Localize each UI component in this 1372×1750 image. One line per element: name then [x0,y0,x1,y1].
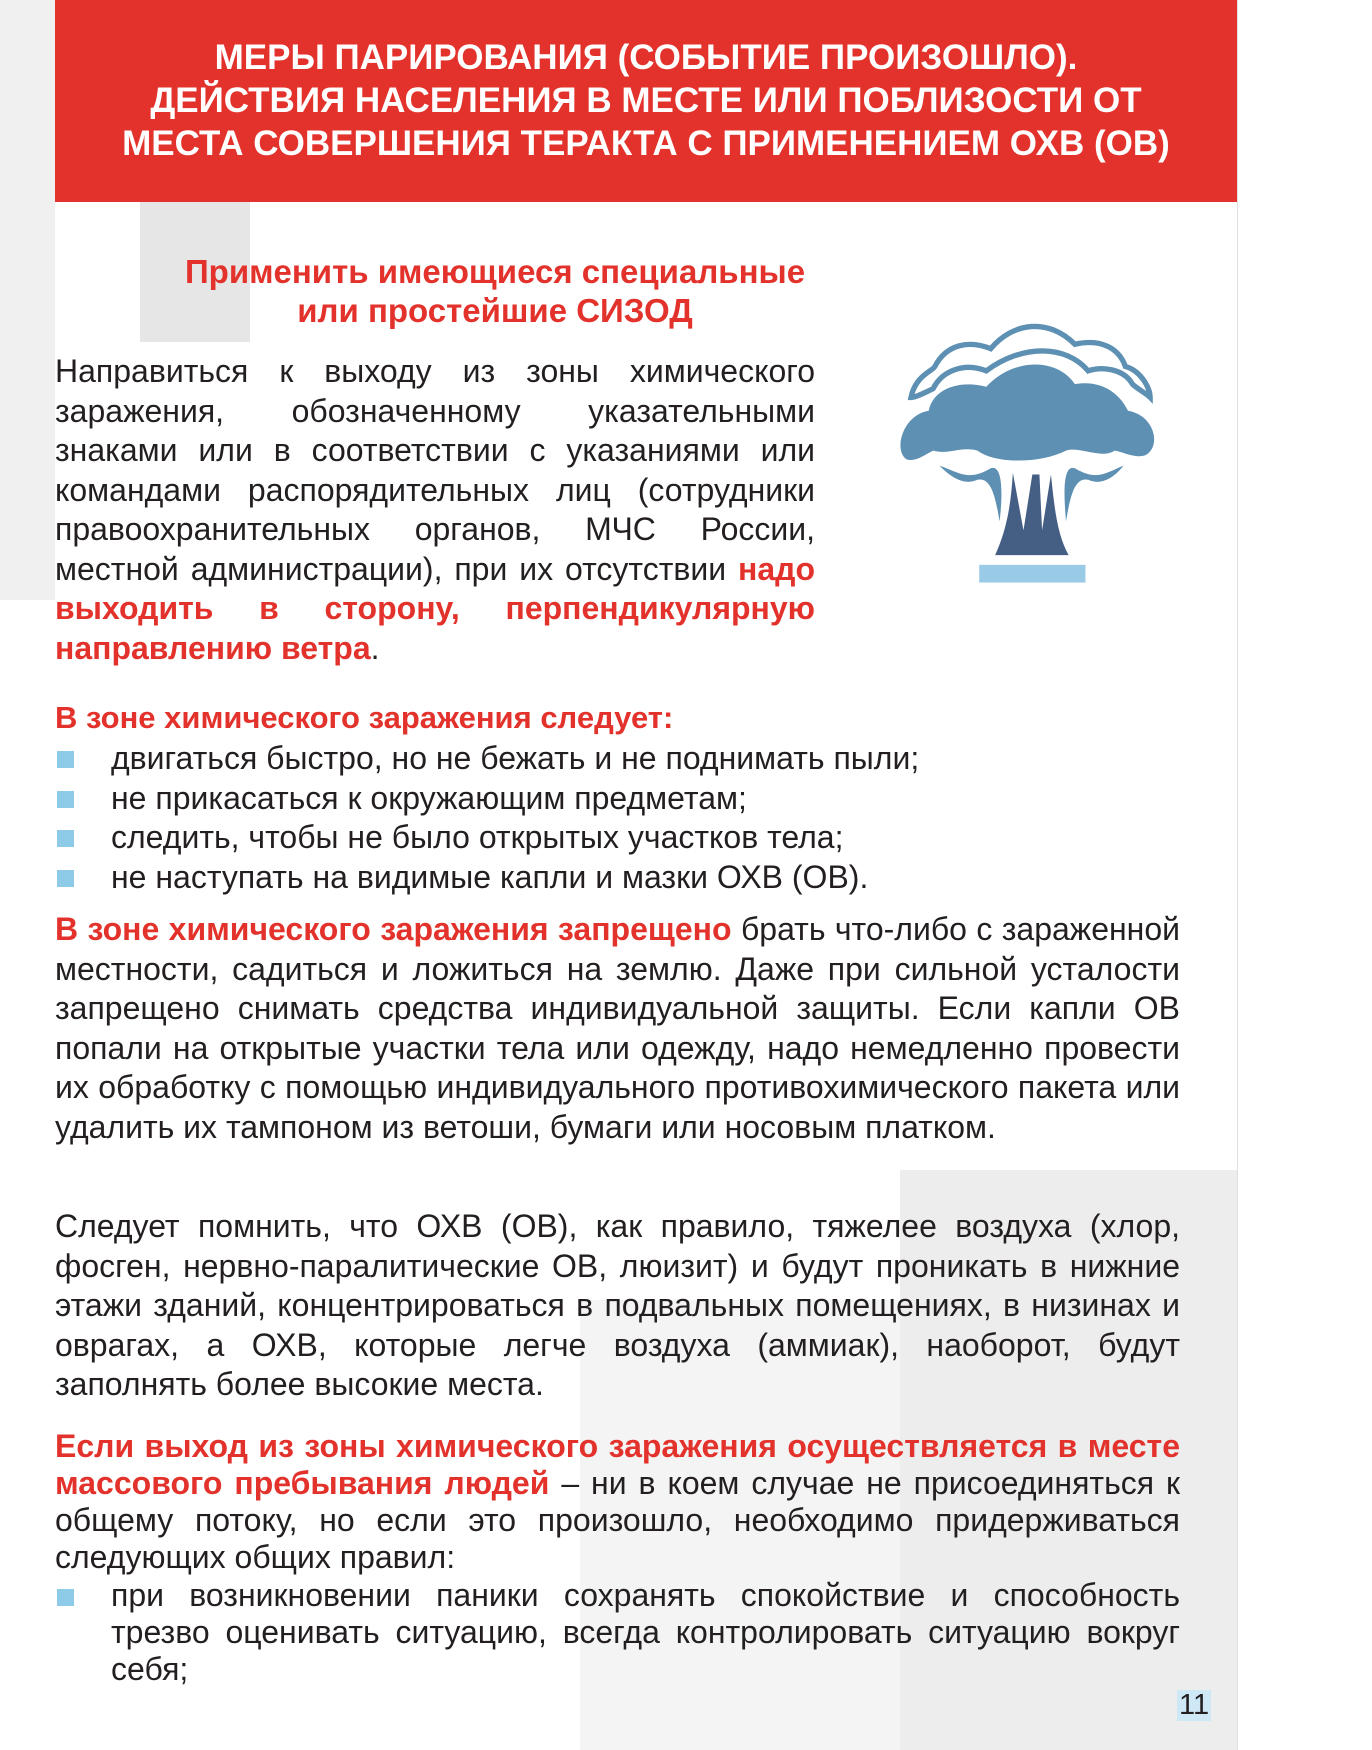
list-item: не прикасаться к окружающим предметам; [55,779,1180,819]
list-item-text: не прикасаться к окружающим предметам; [111,779,747,816]
page-number: 11 [1177,1689,1212,1721]
paragraph-highlight: надо выходить в сторону, перпендикулярну… [55,550,815,666]
list-item: двигаться быстро, но не бежать и не подн… [55,739,1180,779]
page-header: МЕРЫ ПАРИРОВАНИЯ (СОБЫТИЕ ПРОИЗОШЛО). ДЕ… [55,0,1237,202]
header-title-line: МЕРЫ ПАРИРОВАНИЯ (СОБЫТИЕ ПРОИЗОШЛО). [214,38,1078,77]
list-item: следить, чтобы не было открытых участков… [55,818,1180,858]
background-tile [580,1300,900,1750]
paragraph-prohibited: В зоне химического заражения запрещено б… [55,910,1180,1147]
bullet-square-icon [57,1589,74,1606]
bullet-square-icon [57,869,74,887]
background-tile [140,202,250,342]
list-item: не наступать на видимые капли и мазки ОХ… [55,858,1180,898]
paragraph-text: . [370,629,380,666]
list-item: при возникновении паники сохранять споко… [55,1577,1180,1688]
paragraph-mass-gathering: Если выход из зоны химического заражения… [55,1428,1180,1576]
header-title-line: ДЕЙСТВИЯ НАСЕЛЕНИЯ В МЕСТЕ ИЛИ ПОБЛИЗОСТ… [150,81,1142,120]
bullet-square-icon [57,790,74,808]
page-margin [1237,0,1372,1750]
mass-gathering-rules-list: при возникновении паники сохранять споко… [55,1577,1180,1688]
bullet-square-icon [57,830,74,847]
paragraph-text: брать что-либо с зараженной местности, с… [55,911,1181,1145]
chemical-cloud-icon [900,323,1155,583]
paragraph-text: Следует помнить, что ОХВ (ОВ), как прави… [55,1208,1180,1402]
subtitle-line: Применить имеющиеся специальные [184,253,806,290]
list-item-text: двигаться быстро, но не бежать и не подн… [111,740,920,776]
paragraph-heavier-than-air: Следует помнить, что ОХВ (ОВ), как прави… [55,1207,1180,1405]
list-item-text: следить, чтобы не было открытых участков… [111,819,844,855]
paragraph-highlight: Если выход из зоны химического заражения… [55,1428,1180,1501]
list-item-text: не наступать на видимые капли и мазки ОХ… [111,858,869,895]
bullet-square-icon [57,751,74,768]
paragraph-highlight: В зоне химического заражения запрещено [55,911,732,947]
rules-list: двигаться быстро, но не бежать и не подн… [55,739,1180,897]
list-item-text: при возникновении паники сохранять споко… [111,1577,1180,1687]
subtitle-line: или простейшие СИЗОД [297,292,693,329]
paragraph-exit-zone: Направиться к выходу из зоны химического… [55,352,815,668]
section-heading: В зоне химического заражения следует: [55,700,674,735]
background-tile [0,0,55,600]
subtitle: Применить имеющиеся специальные или прос… [130,252,860,330]
background-tile [900,1170,1237,1750]
header-title-line: МЕСТА СОВЕРШЕНИЯ ТЕРАКТА С ПРИМЕНЕНИЕМ О… [122,124,1170,163]
paragraph-text: – ни в коем случае не присоединяться к о… [55,1465,1181,1575]
paragraph-text: Направиться к выходу из зоны химического… [55,353,815,587]
